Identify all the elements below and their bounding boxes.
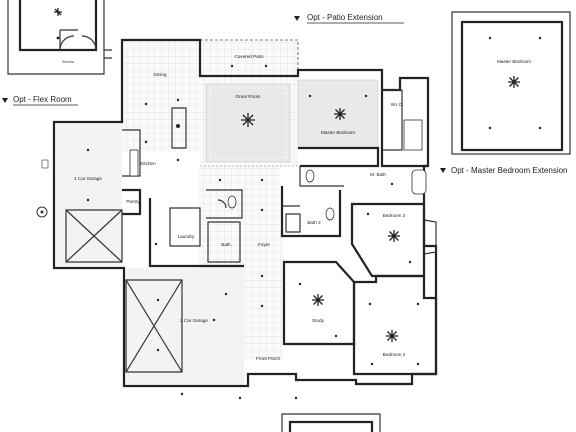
master-bedroom-extension-callout: Opt - Master Bedroom Extension <box>440 166 568 175</box>
covered-patio-label: Covered Patio <box>234 54 264 59</box>
bedroom-2-label: Bedroom 2 <box>383 352 406 357</box>
great-room-label: Great Room <box>235 94 260 99</box>
ceiling-fan-icon <box>386 330 398 342</box>
bath-label: Bath <box>221 242 231 247</box>
main-house: Covered Patio Great Room Master Bedroom … <box>36 38 438 400</box>
study-label: Study <box>312 318 324 323</box>
dining-label: Dining <box>153 72 166 77</box>
garage-1-label: 1 Car Garage <box>74 176 102 181</box>
bedroom-3-label: Bedroom 3 <box>383 213 406 218</box>
pantry-label: Pantry <box>126 199 140 204</box>
ceiling-fan-icon <box>334 108 346 120</box>
patio-extension-label: Opt - Patio Extension <box>307 13 383 22</box>
master-bedroom-extension-inset: Master Bedroom <box>451 11 571 155</box>
window-label: Window <box>62 60 75 64</box>
kitchen-label: Kitchen <box>140 161 156 166</box>
ceiling-fan-icon <box>312 294 324 306</box>
bottom-inset <box>281 413 381 432</box>
ceiling-fan-icon <box>388 230 400 242</box>
ceiling-fan-icon <box>241 113 255 127</box>
laundry-label: Laundry <box>178 234 195 239</box>
wic-label: W.I.C. <box>391 102 404 107</box>
m-bath-label: M. Bath <box>370 172 386 177</box>
garage-2-label: 2 Car Garage <box>180 318 208 323</box>
flex-room-callout: Opt - Flex Room <box>2 95 78 106</box>
master-bedroom-extension-label: Opt - Master Bedroom Extension <box>451 166 568 175</box>
master-bedroom-label: Master Bedroom <box>321 130 355 135</box>
flex-room-inset: Window <box>7 0 112 75</box>
flex-room-label: Opt - Flex Room <box>13 95 72 104</box>
front-porch-label: Front Porch <box>256 356 280 361</box>
foyer-label: Foyer <box>258 242 270 247</box>
bath-2-label: Bath 2 <box>307 220 321 225</box>
master-bedroom-ext-label: Master Bedroom <box>497 59 531 64</box>
patio-extension-callout: Opt - Patio Extension <box>294 13 404 24</box>
